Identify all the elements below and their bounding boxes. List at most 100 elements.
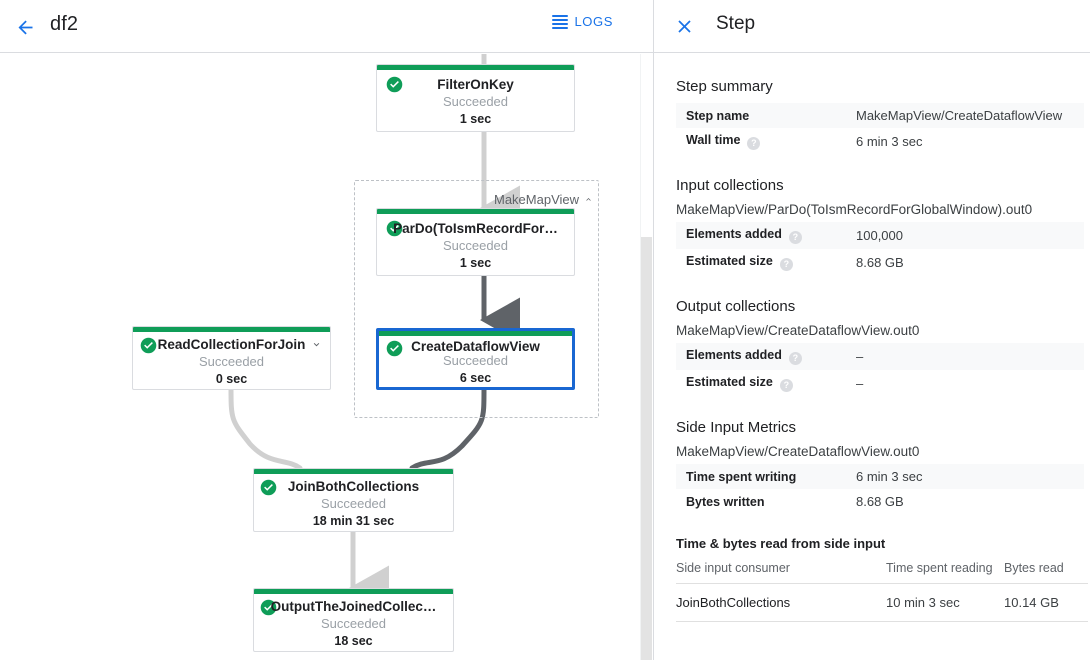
node-name: OutputTheJoinedCollec… [270,598,437,614]
node-name: FilterOnKey [437,76,514,92]
help-icon[interactable]: ? [788,352,802,365]
step-panel-body: Step summary Step name MakeMapView/Creat… [654,54,1090,660]
node-status-bar [133,327,330,332]
check-circle-icon [260,599,277,616]
check-circle-icon [140,337,157,354]
node-body: CreateDataflowView Succeeded 6 sec [379,336,572,387]
row-key-label: Estimated size [686,254,773,268]
node-body: ReadCollectionForJoin Succeeded 0 sec [133,332,330,389]
side-input-reads-table: Side input consumer Time spent reading B… [676,555,1088,622]
node-body: JoinBothCollections Succeeded 18 min 31 … [254,474,453,531]
node-status: Succeeded [320,615,387,631]
row-key-label: Time spent writing [686,469,797,484]
node-status-bar [377,65,574,70]
row-key: Estimated size? [676,370,846,397]
chevron-down-icon[interactable] [311,339,322,350]
composite-transform-label[interactable]: MakeMapView [494,192,593,207]
help-icon[interactable]: ? [788,231,802,244]
table-row: Time spent writing 6 min 3 sec [676,464,1084,489]
node-duration: 18 sec [334,633,373,648]
node-duration: 1 sec [459,111,492,126]
row-value: 6 min 3 sec [856,469,923,484]
row-value: 8.68 GB [856,494,904,509]
column-header-time: Time spent reading [886,555,1004,584]
row-key: Elements added? [676,222,846,249]
table-row: Bytes written 8.68 GB [676,489,1084,514]
logs-button-label: LOGS [574,14,613,29]
section-heading-side-input-metrics: Side Input Metrics [676,419,797,436]
row-key-label: Wall time [686,133,741,147]
step-details-pane: Step Step summary Step name MakeMapView/… [654,0,1090,660]
left-header-bar: df2 LOGS [0,0,653,53]
table-row: Estimated size? 8.68 GB [676,249,1084,276]
subsection-heading-side-input-reads: Time & bytes read from side input [676,536,886,551]
section-heading-step-summary: Step summary [676,78,773,95]
side-input-collection-name: MakeMapView/CreateDataflowView.out0 [676,444,920,459]
node-status-bar [254,469,453,474]
node-status: Succeeded [442,237,509,253]
step-panel-header: Step [654,0,1090,53]
output-collections-table: Elements added? – Estimated size? – [676,343,1084,397]
node-name: ParDo(ToIsmRecordFor… [393,220,558,236]
node-status: Succeeded [198,353,265,369]
arrow-left-icon [18,20,32,34]
node-name: JoinBothCollections [287,478,420,494]
graph-node-outputthejoinedcollection[interactable]: OutputTheJoinedCollec… Succeeded 18 sec [253,588,454,652]
node-name: ReadCollectionForJoin [157,336,306,352]
back-button[interactable] [10,12,40,42]
node-status-bar [254,589,453,594]
row-key: Estimated size? [676,249,846,276]
cell-bytes: 10.14 GB [1004,583,1088,622]
input-collection-name: MakeMapView/ParDo(ToIsmRecordForGlobalWi… [676,202,1033,217]
row-key-label: Step name [686,108,750,123]
graph-node-pardo-toismrecord[interactable]: ParDo(ToIsmRecordFor… Succeeded 1 sec [376,208,575,276]
row-key: Time spent writing [676,464,846,489]
check-circle-icon [386,220,403,237]
node-status: Succeeded [320,495,387,511]
row-value: MakeMapView/CreateDataflowView [856,108,1063,123]
help-icon[interactable]: ? [779,379,793,392]
row-value: 6 min 3 sec [856,134,923,149]
logs-button[interactable]: LOGS [552,14,613,29]
check-circle-icon [260,479,277,496]
cell-consumer: JoinBothCollections [676,583,886,622]
row-value: – [856,376,864,391]
page-title: df2 [50,13,79,35]
job-graph-pane: df2 LOGS [0,0,653,660]
graph-canvas[interactable]: MakeMapView FilterOnKey Succeeded 1 sec [0,54,653,660]
table-header-row: Side input consumer Time spent reading B… [676,555,1088,584]
graph-vertical-scrollbar[interactable] [640,54,653,660]
row-key: Step name [676,103,846,128]
chevron-up-icon[interactable] [584,195,593,204]
output-collection-name: MakeMapView/CreateDataflowView.out0 [676,323,920,338]
section-heading-input-collections: Input collections [676,177,784,194]
graph-node-readcollectionforjoin[interactable]: ReadCollectionForJoin Succeeded 0 sec [132,326,331,390]
pane-divider [653,0,654,660]
graph-scrollbar-thumb[interactable] [641,237,652,660]
graph-edges [228,54,520,611]
help-icon[interactable]: ? [747,137,761,150]
node-status: Succeeded [442,93,509,109]
section-heading-output-collections: Output collections [676,298,796,315]
input-collections-table: Elements added? 100,000 Estimated size? … [676,222,1084,276]
graph-node-filteronkey[interactable]: FilterOnKey Succeeded 1 sec [376,64,575,132]
node-name: CreateDataflowView [411,339,540,352]
close-icon [678,20,691,33]
composite-transform-box-makemapview[interactable] [354,180,599,418]
row-value: 8.68 GB [856,255,904,270]
help-icon[interactable]: ? [779,258,793,271]
check-circle-icon [386,76,403,93]
graph-node-createdataflowview[interactable]: CreateDataflowView Succeeded 6 sec [376,328,575,390]
row-key: Bytes written [676,489,846,514]
table-header: Side input consumer Time spent reading B… [676,555,1088,584]
step-panel-title: Step [716,13,756,34]
table-row: Elements added? 100,000 [676,222,1084,249]
graph-node-joinbothcollections[interactable]: JoinBothCollections Succeeded 18 min 31 … [253,468,454,532]
table-body: JoinBothCollections 10 min 3 sec 10.14 G… [676,583,1088,622]
node-status: Succeeded [442,353,509,368]
node-status-bar [379,331,572,336]
row-key-label: Estimated size [686,375,773,389]
node-duration: 0 sec [215,371,248,386]
node-status-bar [377,209,574,214]
close-panel-button[interactable] [670,12,699,41]
